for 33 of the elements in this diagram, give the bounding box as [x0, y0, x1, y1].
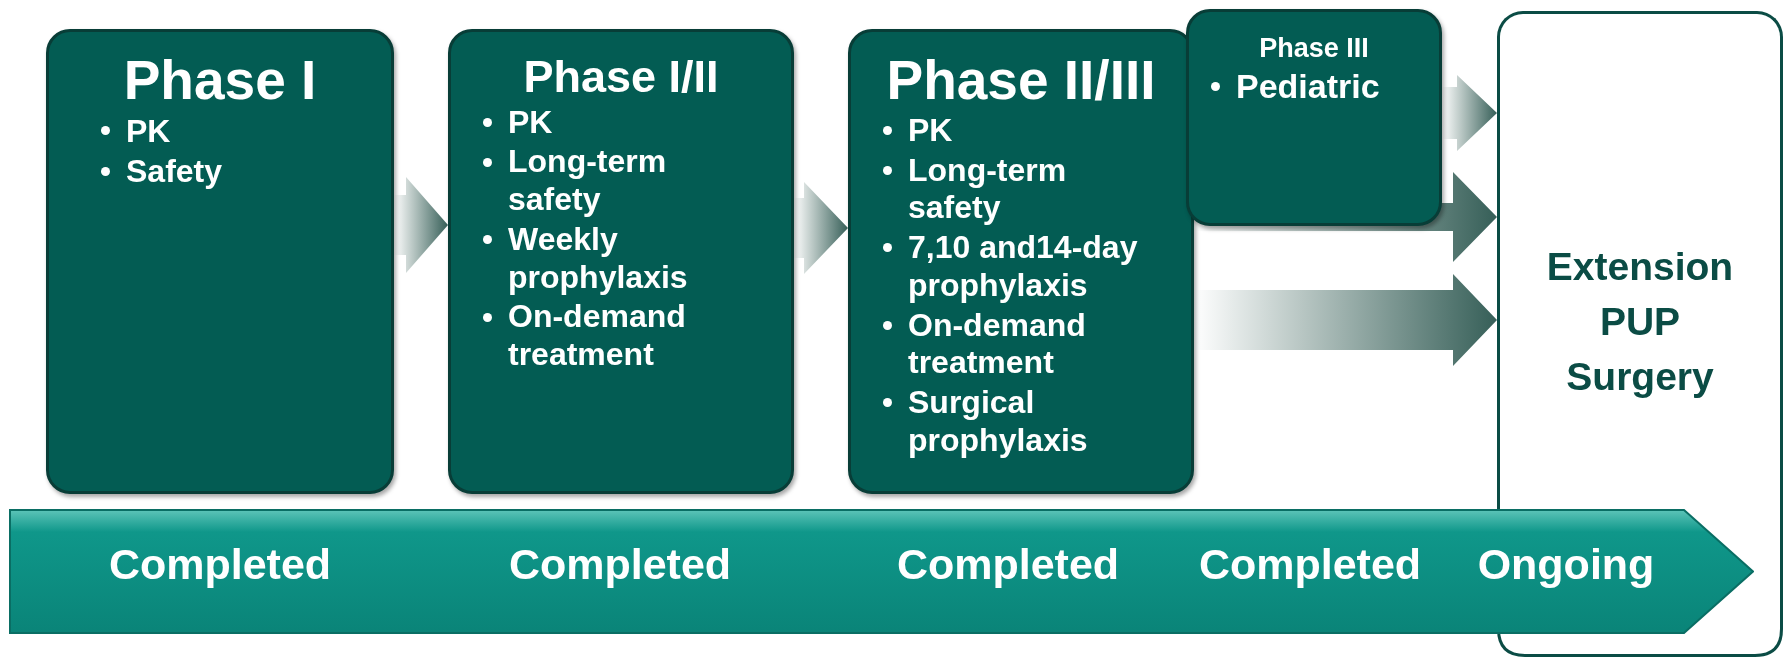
block-arrow — [794, 182, 848, 274]
phase-heading: Phase I — [122, 52, 318, 110]
timeline-band — [9, 509, 1754, 634]
block-arrow — [394, 177, 448, 273]
status-label: Ongoing — [1477, 539, 1655, 590]
bullet-item: PK — [101, 111, 375, 151]
phase-card — [46, 29, 394, 494]
phase-heading: Phase I/II — [522, 52, 720, 102]
bullet-item: Safety — [101, 152, 375, 191]
box-heading: PUP — [1599, 300, 1681, 344]
extension-box — [1497, 11, 1783, 509]
box-heading: Extension — [1546, 246, 1734, 289]
phase-heading: Phase III — [1258, 32, 1370, 65]
phase-card — [448, 29, 794, 494]
phase-card — [848, 29, 1194, 494]
bullet-item: Surgical prophylaxis — [883, 384, 1151, 460]
block-arrow — [1442, 75, 1497, 151]
status-label: Completed — [896, 539, 1120, 590]
bullet-item: On-demand treatment — [883, 306, 1151, 382]
bullet-item: On-demand treatment — [483, 298, 721, 374]
bullet-item: PK — [883, 111, 1151, 150]
status-label: Completed — [508, 539, 732, 590]
status-label: Completed — [108, 539, 332, 590]
box-heading: Surgery — [1566, 355, 1714, 399]
phase-heading: Phase II/III — [885, 52, 1157, 110]
bullet-item: PK — [483, 103, 721, 142]
bullet-item: Long-term safety — [483, 143, 721, 219]
status-label: Completed — [1198, 539, 1422, 590]
bullet-item: 7,10 and14-day prophylaxis — [883, 229, 1151, 305]
bullet-item: Long-term safety — [883, 151, 1151, 227]
bullet-item: Weekly prophylaxis — [483, 220, 721, 297]
bullet-item: Pediatric — [1211, 66, 1429, 108]
phase-card — [1186, 9, 1442, 226]
